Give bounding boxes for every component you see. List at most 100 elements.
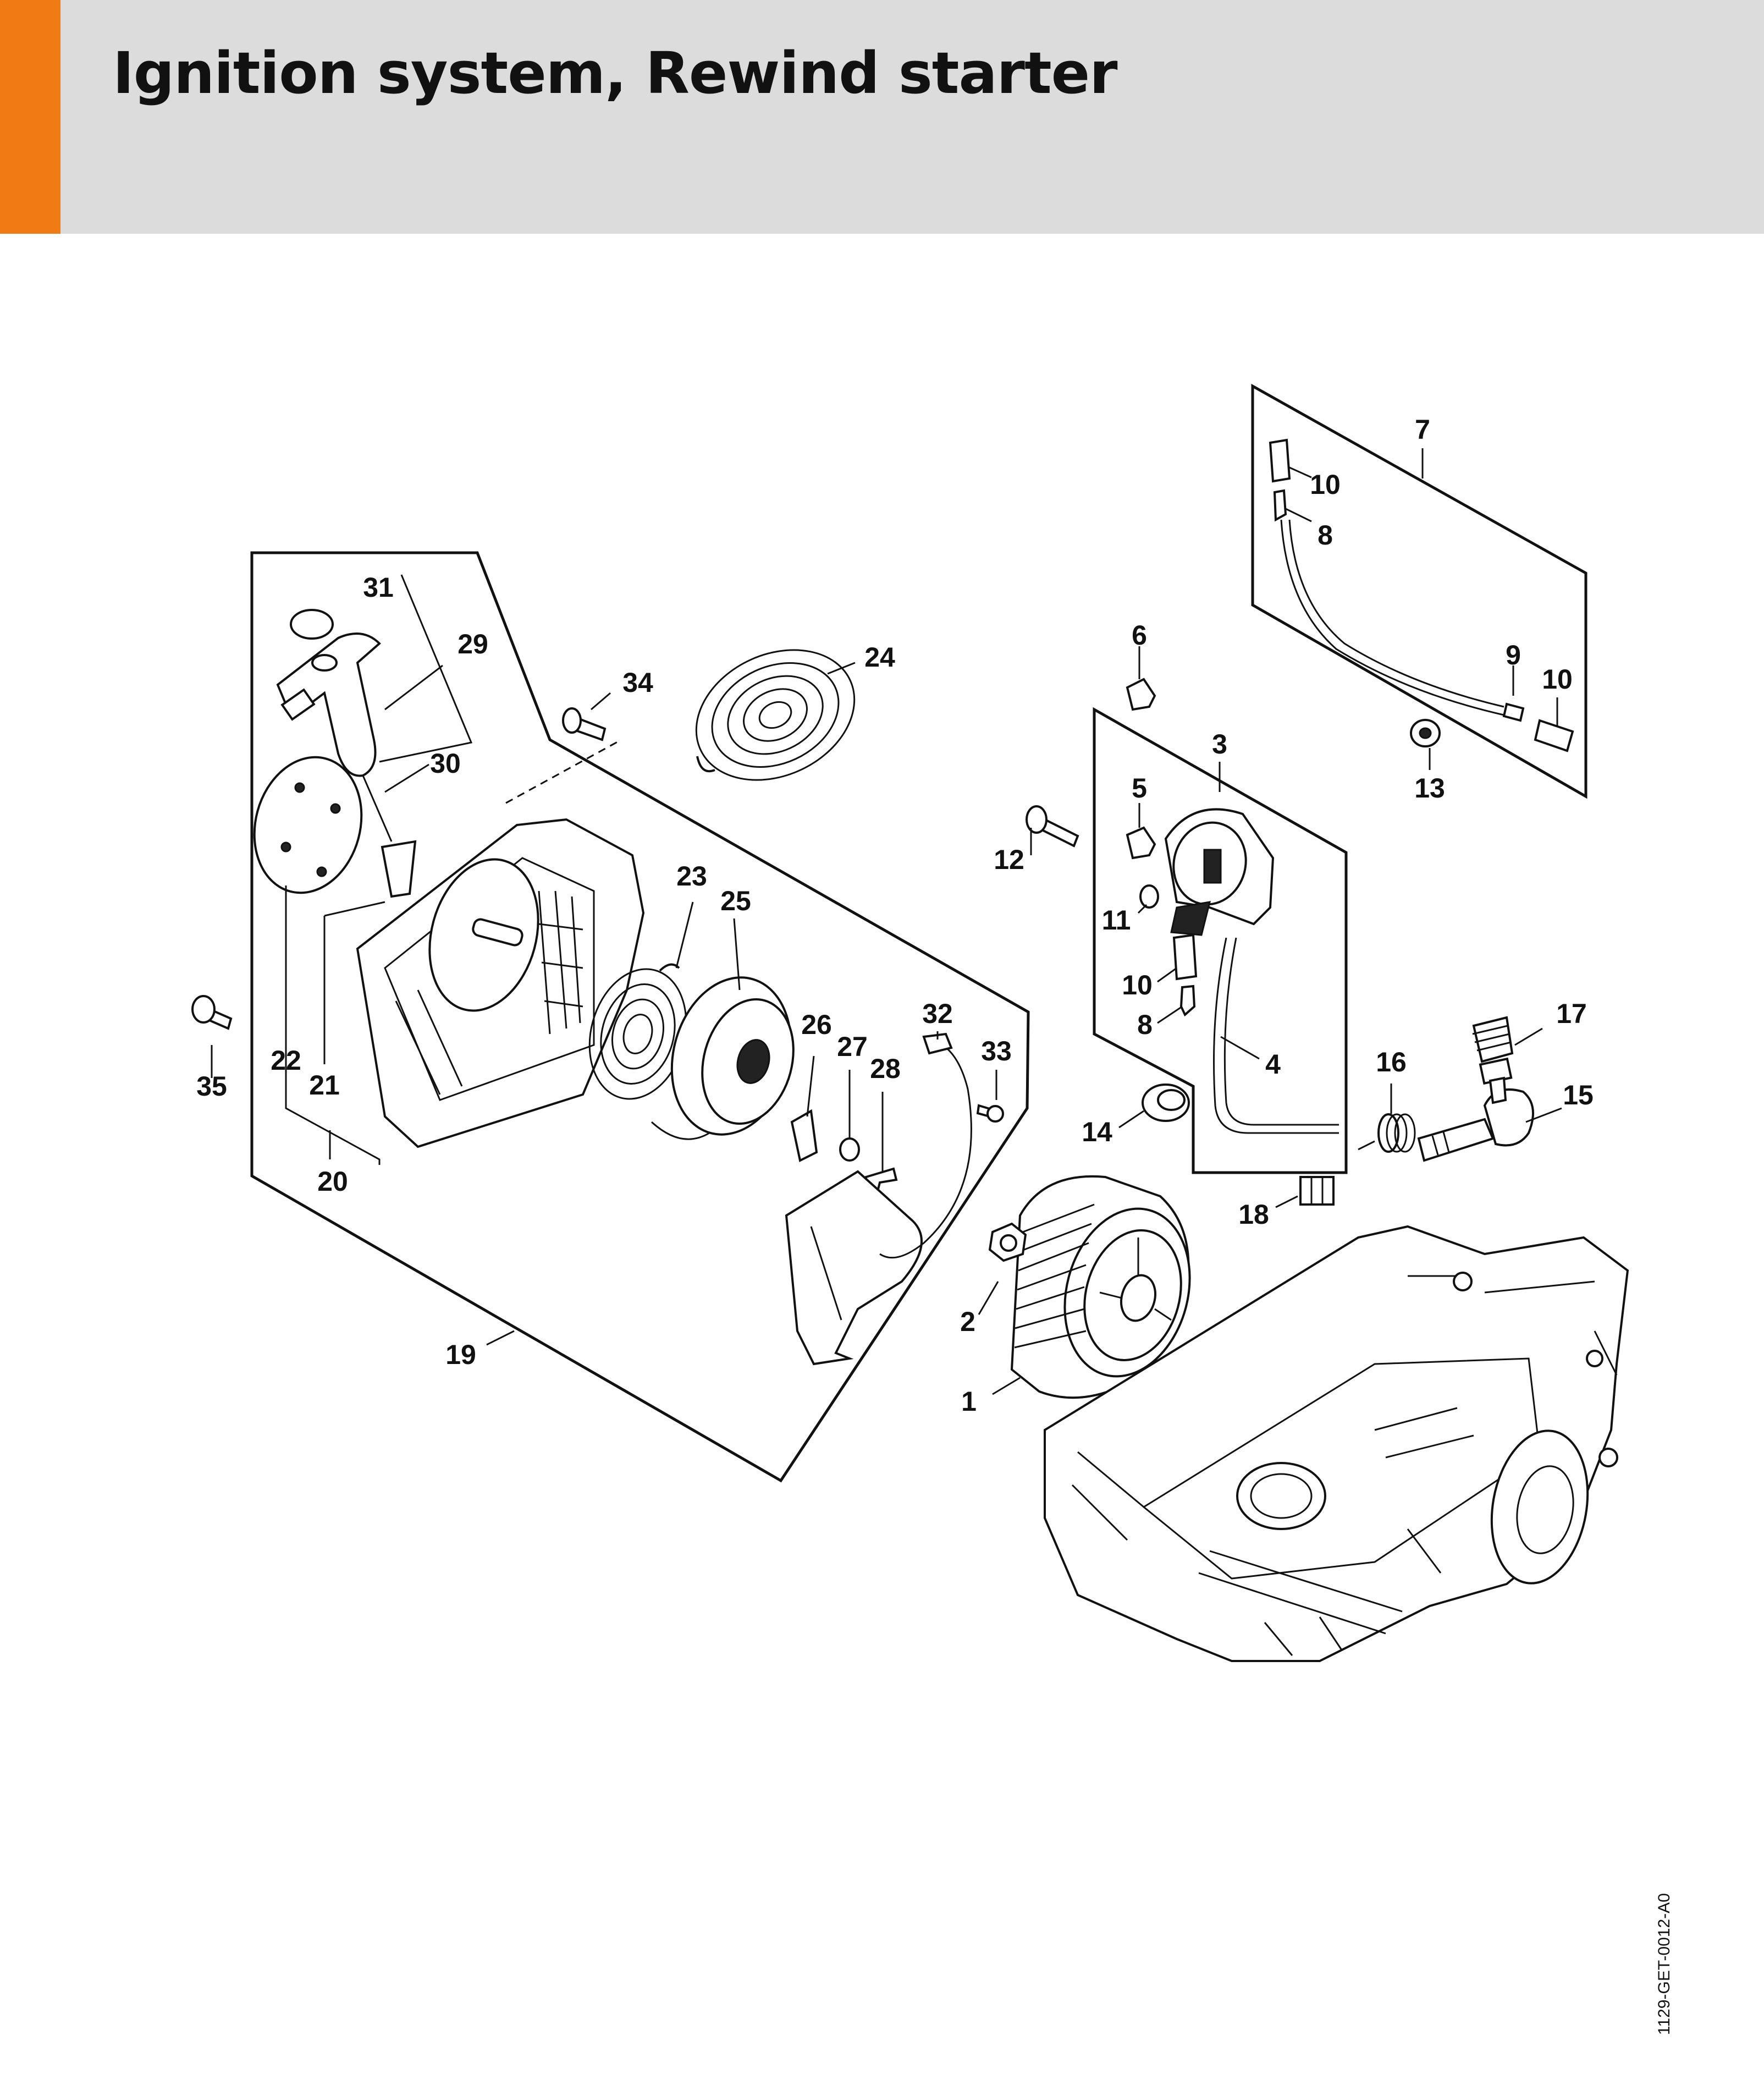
screw-axis-34: [505, 739, 622, 804]
callout-10a: 10: [1310, 469, 1341, 500]
callout-20: 20: [317, 1166, 348, 1197]
callout-16: 16: [1376, 1047, 1407, 1077]
plate-hole: [330, 803, 341, 814]
cylinder-bore: [1236, 1462, 1326, 1530]
flywheel-1-part: [1010, 1175, 1191, 1399]
terminal-8b-part: [1179, 985, 1196, 1017]
callout-23: 23: [676, 861, 707, 892]
nut-bore: [1000, 1234, 1017, 1252]
spring-16-part: [1358, 1113, 1416, 1153]
grommet-14-inner: [1157, 1089, 1186, 1111]
grip-cap-part: [290, 609, 334, 640]
rope-rotor-25-part: [651, 976, 795, 1140]
callout-24: 24: [864, 642, 895, 673]
callout-13: 13: [1414, 773, 1445, 804]
callout-labels: 7 10 8 9 10 13 6 3 5 12 11 10 8 4 14 18 …: [196, 414, 1594, 1417]
callout-17: 17: [1556, 998, 1587, 1029]
callout-8b: 8: [1137, 1009, 1153, 1040]
callout-6: 6: [1132, 620, 1147, 651]
connector-10a-part: [1269, 438, 1291, 483]
module-core: [1203, 849, 1222, 884]
callout-27: 27: [837, 1031, 868, 1062]
callout-3: 3: [1212, 729, 1227, 760]
connector-10c-part: [1534, 719, 1574, 752]
callout-22: 22: [271, 1045, 301, 1076]
starter-rope-part: [362, 775, 393, 842]
callout-26: 26: [801, 1009, 832, 1040]
callout-14: 14: [1082, 1116, 1112, 1147]
guide-plate-rib: [810, 1226, 842, 1321]
callout-8a: 8: [1318, 520, 1333, 551]
callout-25: 25: [720, 886, 751, 916]
callout-11: 11: [1102, 905, 1131, 936]
callout-33: 33: [981, 1036, 1012, 1066]
starter-grip-part: [276, 632, 381, 777]
callout-35: 35: [196, 1071, 227, 1102]
accent-bar: [0, 0, 60, 234]
plate-hole: [316, 866, 327, 877]
spark-plug-17-part: [1472, 1016, 1514, 1104]
callout-10b: 10: [1122, 970, 1153, 1000]
washer-27-part: [839, 1137, 860, 1162]
housing-spindle: [472, 918, 523, 947]
callout-32: 32: [922, 998, 953, 1029]
callout-4: 4: [1265, 1049, 1281, 1080]
washer-11-part: [1139, 884, 1159, 909]
callout-12: 12: [994, 844, 1024, 875]
connector-10b-part: [1172, 933, 1198, 981]
grip-hole: [311, 654, 338, 672]
kit-wire: [1280, 519, 1504, 716]
callout-1: 1: [961, 1386, 977, 1417]
ignition-lead-4-part-b: [1223, 937, 1339, 1126]
screw-34-head: [562, 707, 582, 734]
callout-10c: 10: [1542, 664, 1573, 695]
ignition-lead-4-part: [1213, 937, 1339, 1134]
callout-31: 31: [363, 572, 394, 603]
group-outline-19: [250, 551, 1030, 1483]
rope-guide-bush-part: [381, 840, 417, 898]
grommet-13-hole: [1419, 727, 1432, 739]
pawl-26-part: [790, 1109, 818, 1162]
guide-plate-part: [785, 1170, 923, 1366]
callout-21: 21: [309, 1070, 340, 1101]
screw-35-head: [191, 995, 216, 1024]
spark-plug-boot-15-part: [1417, 1088, 1534, 1162]
callout-29: 29: [457, 629, 488, 659]
callout-19: 19: [445, 1339, 476, 1370]
leader-lines: [211, 448, 1562, 1395]
cover-plate-part: [253, 756, 363, 894]
screw-12-head: [1026, 805, 1048, 834]
spring-wire-32-end: [922, 1032, 953, 1055]
grip-slot: [280, 688, 316, 721]
plate-hole: [280, 842, 291, 853]
kit-wire-b: [1288, 519, 1504, 708]
document-reference: 1129-GET-0012-A0: [1655, 1893, 1673, 2035]
connector-18-part: [1299, 1176, 1335, 1206]
callout-15: 15: [1563, 1080, 1594, 1110]
clip-6-part: [1126, 678, 1156, 711]
engine-crankcase-part: [1044, 1225, 1629, 1662]
module-terminal: [1170, 901, 1211, 936]
callout-2: 2: [960, 1306, 975, 1337]
clutch-side-hub: [1490, 1429, 1589, 1585]
callout-30: 30: [430, 748, 461, 779]
group-outline-3: [1093, 707, 1348, 1174]
plate-hole: [294, 782, 305, 793]
spring-wire-32-part: [879, 1038, 972, 1259]
group-outline-7: [1251, 383, 1587, 799]
header-band: [0, 0, 1764, 234]
page-title: Ignition system, Rewind starter: [113, 40, 1117, 107]
screw-33-head: [986, 1105, 1004, 1123]
rewind-spring-24-part: [695, 649, 856, 781]
terminal-9-part: [1502, 702, 1525, 722]
callout-28: 28: [870, 1053, 901, 1084]
clip-5-part: [1126, 826, 1156, 860]
housing-grille: [395, 890, 583, 1095]
callout-9: 9: [1506, 640, 1521, 670]
terminal-8a-part: [1273, 489, 1287, 522]
callout-18: 18: [1238, 1199, 1269, 1230]
callout-34: 34: [622, 667, 653, 698]
callout-7: 7: [1415, 414, 1430, 445]
callout-5: 5: [1132, 773, 1147, 804]
